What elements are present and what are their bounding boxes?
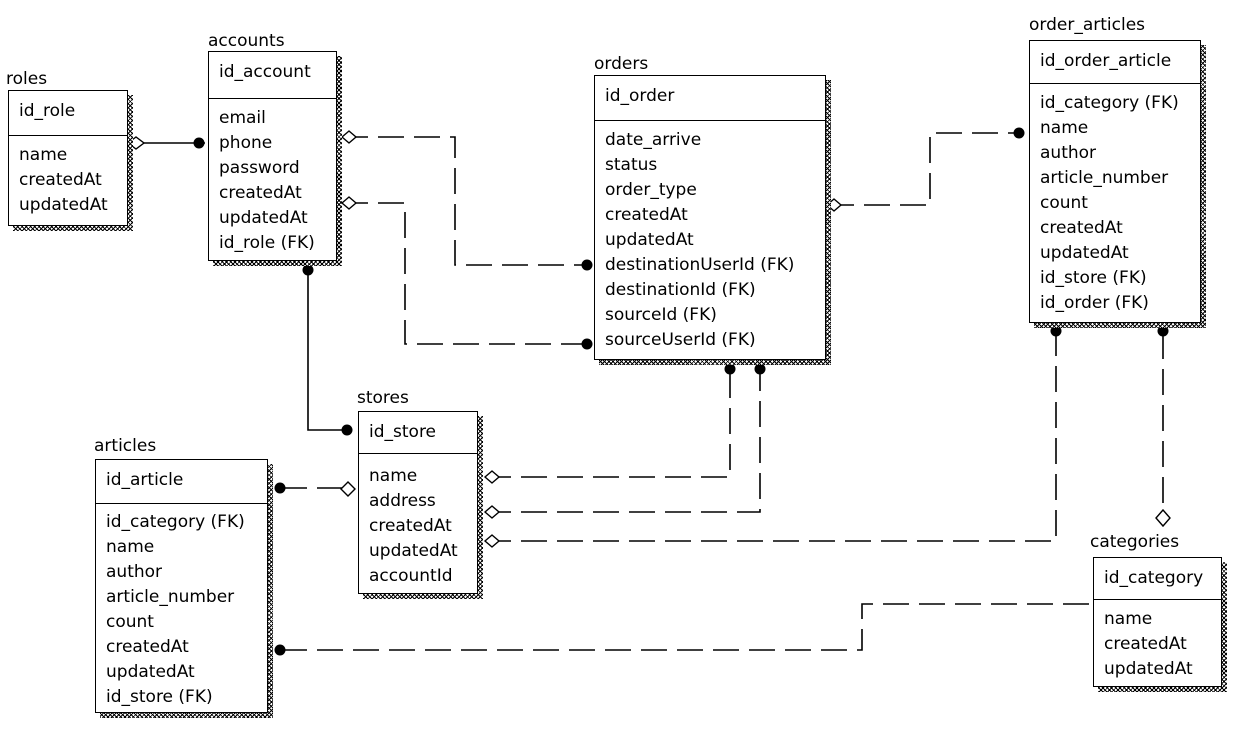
endpoint-dot (754, 363, 766, 375)
orders-title: orders (594, 54, 649, 74)
attribute: id_order (FK) (1040, 293, 1149, 313)
categories-title: categories (1090, 532, 1180, 552)
stores-entity[interactable]: id_store name address createdAt updatedA… (358, 411, 478, 594)
attribute: address (369, 491, 436, 511)
endpoint-dot (302, 264, 314, 276)
attribute: count (1040, 193, 1088, 213)
attribute: updatedAt (369, 541, 458, 561)
stores-orders-source-link (485, 370, 761, 513)
attribute: id_store (FK) (1040, 268, 1147, 288)
endpoint-dot (1013, 127, 1025, 139)
attribute: accountId (369, 566, 453, 586)
attribute: status (605, 155, 658, 175)
articles-title: articles (94, 436, 157, 456)
roles-entity[interactable]: id_role name createdAt updatedAt (8, 90, 128, 226)
roles-primary-key: id_role (9, 91, 127, 136)
accounts-title: accounts (208, 31, 285, 51)
attribute: updatedAt (219, 208, 308, 228)
categories-attributes: name createdAt updatedAt (1104, 607, 1221, 682)
attribute: destinationUserId (FK) (605, 255, 795, 275)
attribute: createdAt (369, 516, 452, 536)
attribute: createdAt (19, 170, 102, 190)
attribute: destinationId (FK) (605, 280, 756, 300)
attribute: author (1040, 143, 1097, 163)
accounts-stores-link (307, 270, 350, 431)
articles-entity[interactable]: id_article id_category (FK) name author … (95, 459, 268, 713)
roles-title: roles (6, 69, 48, 89)
attribute: updatedAt (106, 662, 195, 682)
articles-primary-key: id_article (96, 460, 267, 504)
endpoint-diamond (483, 505, 501, 519)
accounts-attributes: email phone password createdAt updatedAt… (219, 106, 336, 256)
endpoint-dot (274, 644, 286, 656)
order-articles-entity[interactable]: id_order_article id_category (FK) name a… (1029, 40, 1201, 323)
attribute: createdAt (605, 205, 688, 225)
order-articles-attributes: id_category (FK) name author article_num… (1040, 91, 1200, 316)
orders-attributes: date_arrive status order_type createdAt … (605, 128, 825, 353)
attribute: date_arrive (605, 130, 702, 150)
attribute: email (219, 108, 266, 128)
attribute: id_role (FK) (219, 233, 315, 253)
stores-title: stores (357, 388, 409, 408)
attribute: updatedAt (1040, 243, 1129, 263)
endpoint-dot (1050, 325, 1062, 337)
accounts-entity[interactable]: id_account email phone password createdA… (208, 51, 337, 261)
stores-order-articles-link (485, 333, 1057, 542)
attribute: createdAt (219, 183, 302, 203)
endpoint-diamond (1155, 508, 1171, 528)
endpoint-dot (193, 137, 205, 149)
attribute: article_number (1040, 168, 1169, 188)
accounts-orders-destination-link (342, 136, 592, 266)
endpoint-diamond (340, 130, 358, 144)
attribute: password (219, 158, 300, 178)
attribute: createdAt (1104, 634, 1187, 654)
stores-primary-key: id_store (359, 412, 477, 454)
attribute: updatedAt (605, 230, 694, 250)
endpoint-dot (581, 338, 593, 350)
attribute: id_store (FK) (106, 687, 213, 707)
attribute: count (106, 612, 154, 632)
endpoint-diamond (340, 196, 358, 210)
stores-orders-destination-link (485, 370, 731, 478)
endpoint-diamond (483, 470, 501, 484)
attribute: updatedAt (1104, 659, 1193, 679)
attribute: author (106, 562, 163, 582)
attribute: name (1104, 609, 1153, 629)
attribute: phone (219, 133, 273, 153)
articles-attributes: id_category (FK) name author article_num… (106, 510, 267, 710)
orders-entity[interactable]: id_order date_arrive status order_type c… (594, 75, 826, 360)
orders-primary-key: id_order (595, 76, 825, 121)
attribute: order_type (605, 180, 697, 200)
attribute: name (1040, 118, 1089, 138)
order-articles-primary-key: id_order_article (1030, 41, 1200, 84)
orders-order-articles-link (828, 132, 1020, 206)
roles-attributes: name createdAt updatedAt (19, 143, 127, 218)
categories-primary-key: id_category (1094, 558, 1221, 600)
endpoint-dot (274, 482, 286, 494)
endpoint-dot (341, 424, 353, 436)
endpoint-dot (581, 259, 593, 271)
endpoint-dot (1157, 325, 1169, 337)
accounts-orders-source-link (342, 202, 592, 345)
attribute: updatedAt (19, 195, 108, 215)
attribute: id_category (FK) (106, 512, 245, 532)
attribute: sourceUserId (FK) (605, 330, 756, 350)
attribute: name (19, 145, 68, 165)
attribute: name (369, 466, 418, 486)
attribute: createdAt (106, 637, 189, 657)
attribute: createdAt (1040, 218, 1123, 238)
accounts-primary-key: id_account (209, 52, 336, 99)
categories-entity[interactable]: id_category name createdAt updatedAt (1093, 557, 1222, 687)
endpoint-diamond (483, 534, 501, 548)
endpoint-diamond (340, 481, 356, 497)
order-articles-title: order_articles (1029, 15, 1146, 35)
attribute: sourceId (FK) (605, 305, 717, 325)
endpoint-dot (724, 363, 736, 375)
stores-attributes: name address createdAt updatedAt account… (369, 464, 477, 589)
categories-articles-link (281, 603, 1092, 651)
attribute: name (106, 537, 155, 557)
attribute: article_number (106, 587, 235, 607)
attribute: id_category (FK) (1040, 93, 1179, 113)
